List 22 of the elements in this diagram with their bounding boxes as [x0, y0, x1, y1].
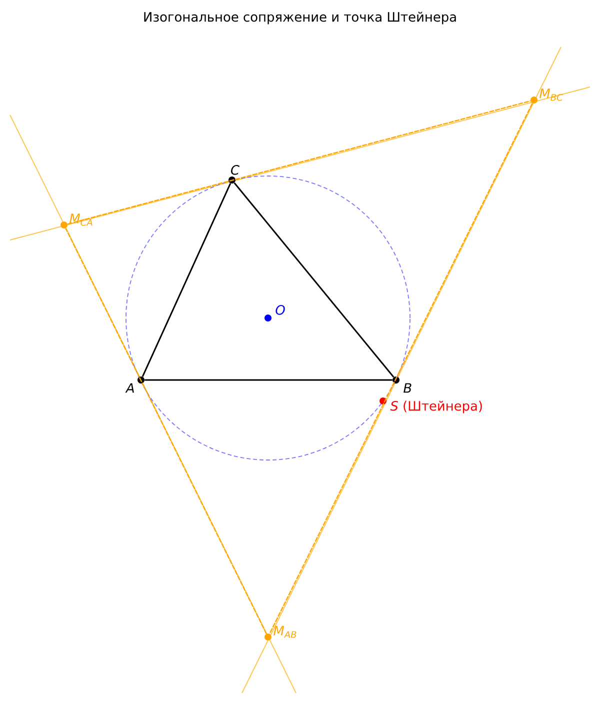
point	[228, 176, 236, 184]
line-segment	[269, 103, 533, 634]
line-segment	[65, 228, 267, 634]
point-label: C	[231, 165, 240, 175]
line-segment	[67, 100, 531, 225]
point	[264, 314, 272, 322]
point	[60, 222, 68, 228]
point-label: B	[404, 383, 412, 393]
point-label: S (Штейнера)	[390, 400, 482, 414]
point	[138, 376, 144, 384]
point-label: M$_{BC}$	[540, 88, 563, 101]
point	[530, 96, 538, 104]
point-label: O	[276, 305, 285, 315]
point	[380, 398, 386, 404]
point	[264, 634, 272, 640]
line-segment	[144, 379, 392, 381]
line-segment	[142, 183, 232, 377]
line-segment	[234, 182, 394, 378]
title: Изогональное сопряжение и точка Штейнера	[144, 12, 456, 24]
point-label: M$_{AB}$	[274, 626, 296, 638]
point-label: A	[125, 383, 134, 393]
point	[392, 376, 400, 384]
